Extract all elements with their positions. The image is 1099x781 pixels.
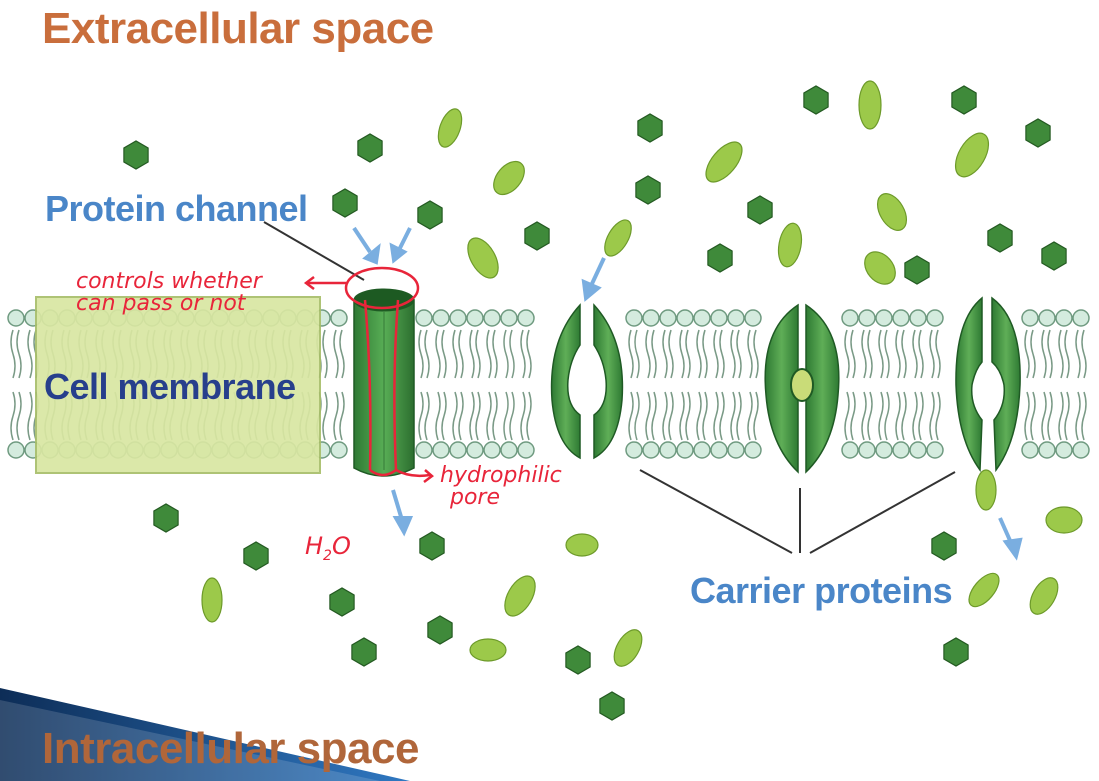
solute-hexagon (635, 175, 661, 205)
solute-ellipse (437, 108, 463, 148)
solute-hexagon (1041, 241, 1067, 271)
cell-membrane-label: Cell membrane (44, 366, 296, 407)
water-o: O (331, 532, 351, 560)
solute-ellipse (201, 577, 223, 623)
carrier-protein-open-out (550, 303, 624, 460)
solute-hexagon (123, 140, 149, 170)
solute-hexagon (419, 531, 445, 561)
solute-hexagon (904, 255, 930, 285)
lipid-pair (1038, 309, 1056, 459)
solute-ellipse (613, 629, 643, 667)
lipid-pair (710, 309, 728, 459)
solute-hexagon (747, 195, 773, 225)
lipid-pair (625, 309, 643, 459)
lipid-pair (892, 309, 910, 459)
solute-hexagon (153, 503, 179, 533)
water-annotation: H2O (305, 532, 351, 567)
protein-channel-label: Protein channel (45, 188, 308, 229)
hydrophilic-line-2: pore (450, 485, 501, 510)
solute-ellipse (876, 193, 908, 231)
solute-hexagon (357, 133, 383, 163)
solute-hexagon (329, 587, 355, 617)
red-annotations (303, 266, 434, 483)
lipid-pair (926, 309, 944, 459)
water-h: H (305, 532, 324, 560)
lipid-pair (7, 309, 25, 459)
solute-ellipse (864, 251, 896, 285)
lipid-pair (744, 309, 762, 459)
lipid-pair (1055, 309, 1073, 459)
solute-hexagon (599, 691, 625, 721)
slide-corner-decoration (0, 688, 410, 781)
lipid-pair (500, 309, 518, 459)
solute-hexagon (427, 615, 453, 645)
water-sub: 2 (323, 547, 332, 564)
lipid-pair (875, 309, 893, 459)
lipid-pair (449, 309, 467, 459)
lipid-pair (415, 309, 433, 459)
lipid-pair (676, 309, 694, 459)
solute-hexagon (351, 637, 377, 667)
intracellular-space-label: Intracellular space (42, 724, 419, 773)
lipid-pair (909, 309, 927, 459)
lipid-pair (727, 309, 745, 459)
protein-channel (353, 288, 415, 477)
solute-ellipse (604, 219, 632, 257)
solute-ellipse (777, 222, 803, 268)
solute-ellipse (858, 80, 882, 130)
solute-hexagon (332, 188, 358, 218)
controls-line-2: can pass or not (76, 291, 246, 316)
arrows (352, 226, 1023, 561)
molecules (123, 80, 1083, 721)
lipid-pair (483, 309, 501, 459)
solute-hexagon (1025, 118, 1051, 148)
lipid-pair (466, 309, 484, 459)
carrier-protein-bound (764, 303, 840, 474)
cell-membrane-label-box (35, 296, 321, 474)
extracellular-space-label: Extracellular space (42, 4, 434, 53)
solute-hexagon (565, 645, 591, 675)
pointer-lines (263, 221, 956, 554)
solute-ellipse (1045, 506, 1083, 534)
lipid-pair (841, 309, 859, 459)
solute-ellipse (705, 141, 743, 183)
solute-hexagon (931, 531, 957, 561)
lipid-pair (858, 309, 876, 459)
lipid-pair (432, 309, 450, 459)
solute-hexagon (637, 113, 663, 143)
hydrophilic-line-1: hydrophilic (440, 463, 562, 488)
solute-ellipse (469, 638, 507, 662)
lipid-pair (693, 309, 711, 459)
solute-ellipse (968, 572, 1000, 608)
solute-hexagon (417, 200, 443, 230)
controls-line-1: controls whether (76, 269, 262, 294)
carrier-proteins-label: Carrier proteins (690, 570, 953, 611)
solute-ellipse (954, 132, 990, 178)
solute-hexagon (243, 541, 269, 571)
solute-hexagon (987, 223, 1013, 253)
solute-ellipse (467, 237, 499, 279)
solute-ellipse (975, 469, 997, 511)
solute-hexagon (951, 85, 977, 115)
solute-ellipse (565, 533, 599, 557)
hydrophilic-pore-annotation: hydrophilic pore (440, 465, 562, 509)
lipid-pair (642, 309, 660, 459)
lipid-pair (1072, 309, 1090, 459)
solute-ellipse (493, 160, 525, 196)
solute-ellipse (1029, 577, 1059, 615)
lipid-pair (1021, 309, 1039, 459)
solute-hexagon (524, 221, 550, 251)
lipid-pair (330, 309, 348, 459)
carrier-protein-open-in (955, 296, 1021, 473)
solute-ellipse (504, 575, 536, 617)
lipid-pair (659, 309, 677, 459)
solute-hexagon (707, 243, 733, 273)
controls-annotation: controls whether can pass or not (76, 271, 262, 315)
lipid-pair (517, 309, 535, 459)
solute-hexagon (943, 637, 969, 667)
solute-hexagon (803, 85, 829, 115)
